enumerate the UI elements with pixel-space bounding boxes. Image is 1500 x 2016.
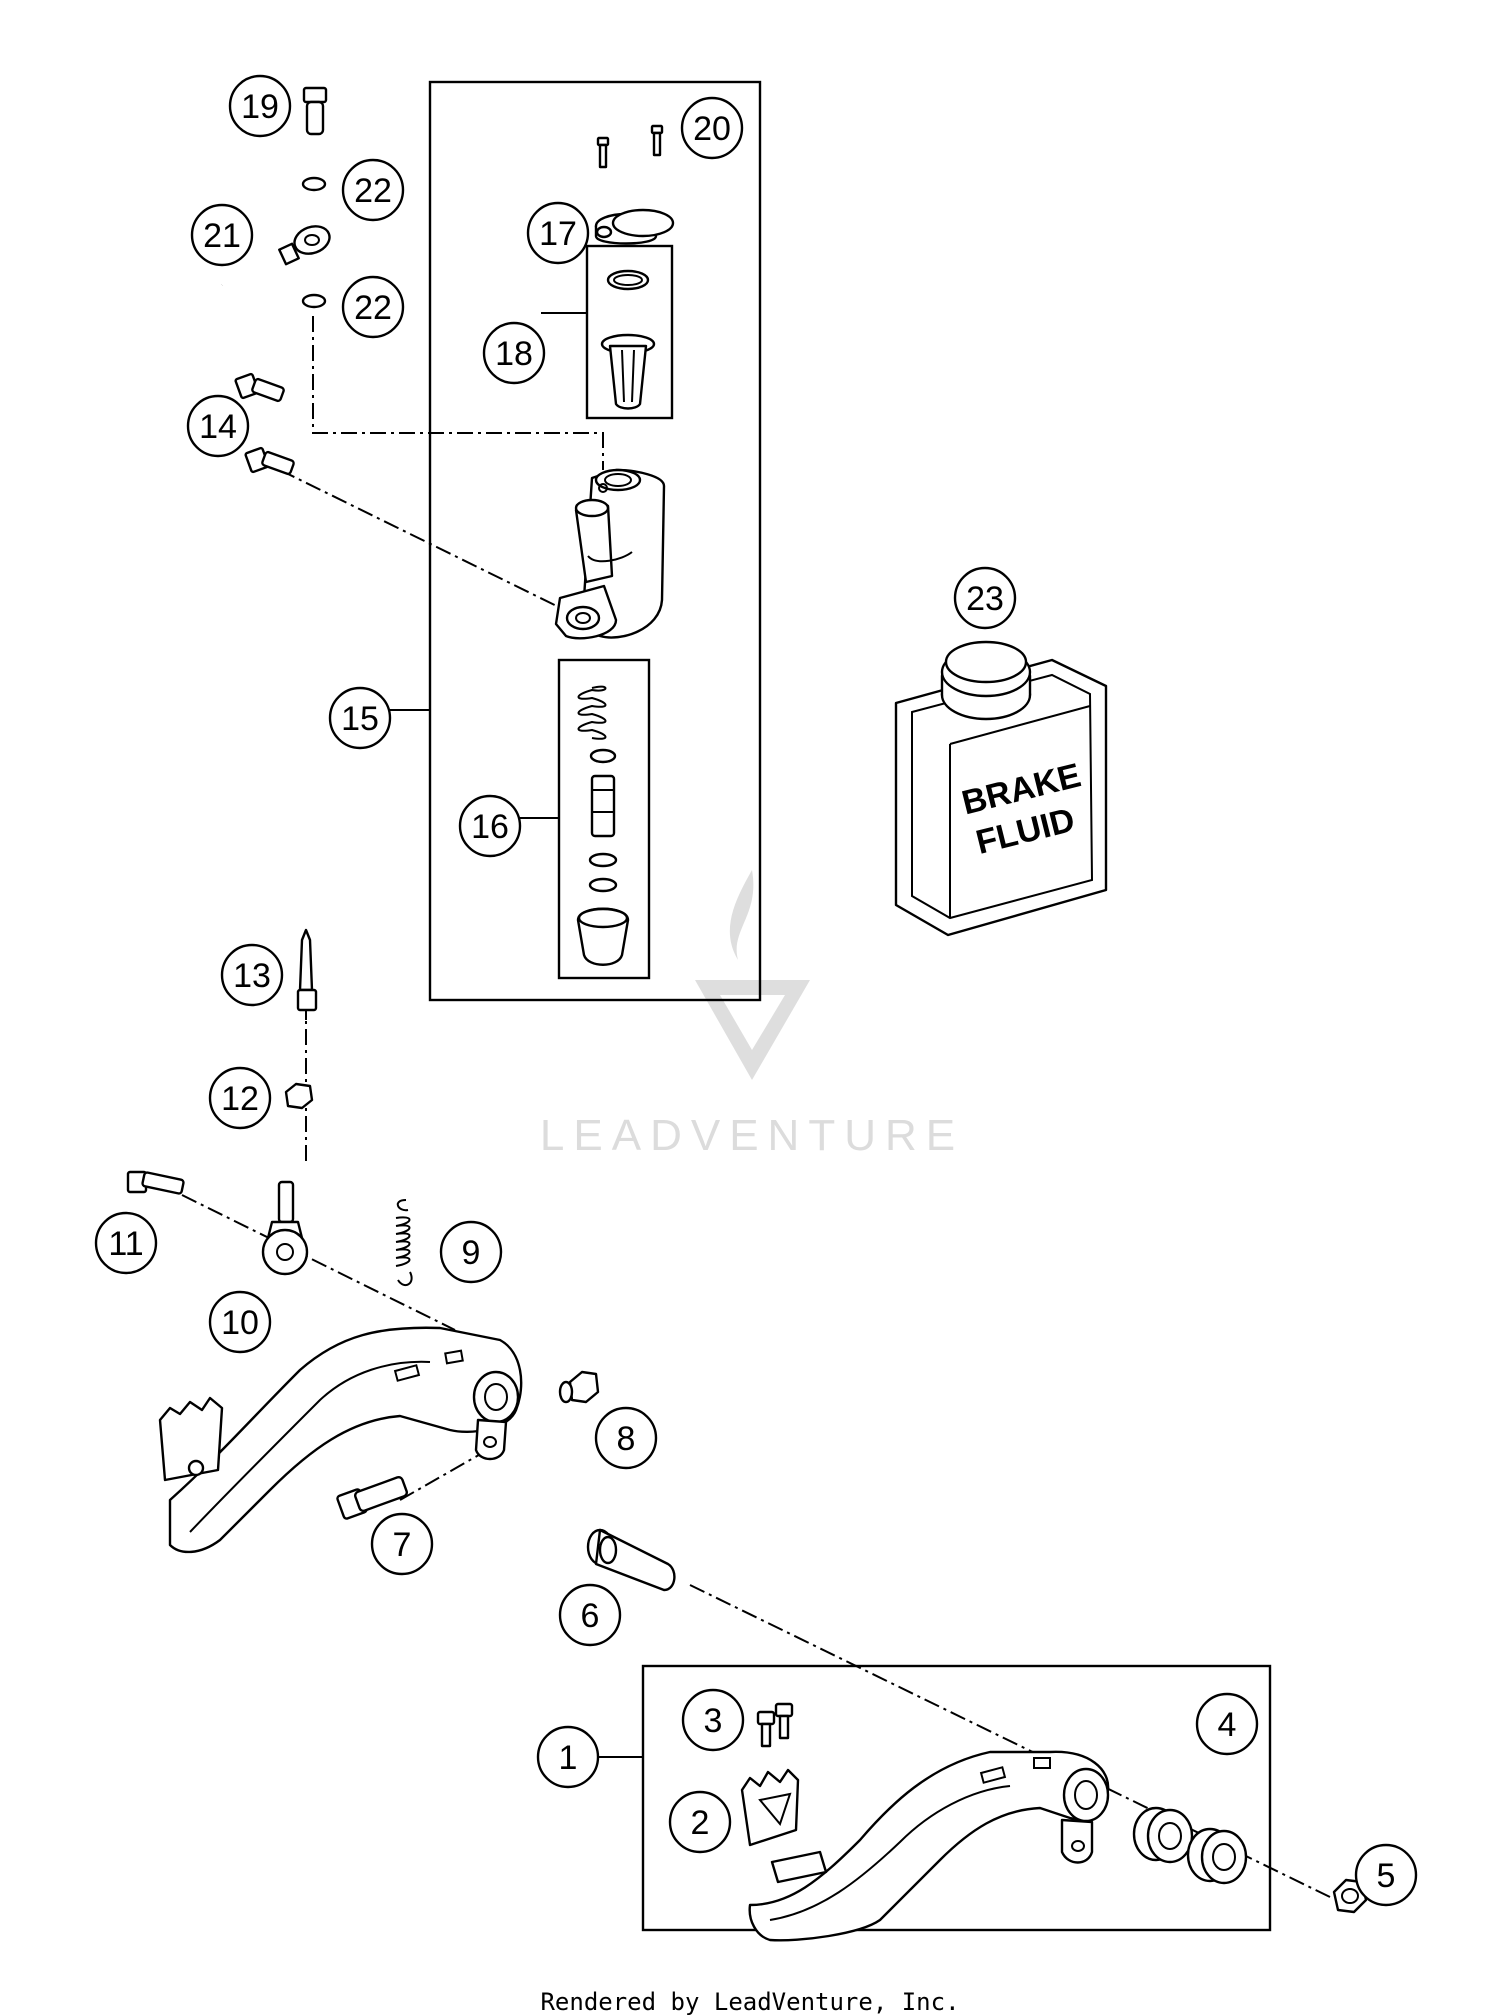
- callout-number: 19: [241, 88, 279, 126]
- callout-number: 7: [393, 1526, 412, 1564]
- callout-number: 5: [1377, 1857, 1396, 1895]
- brake-line-21: [221, 225, 331, 287]
- callout-14: 14: [186, 394, 250, 458]
- callout-3: 3: [681, 1688, 745, 1752]
- callout-number: 3: [704, 1702, 723, 1740]
- lock-nut-12: [284, 1082, 314, 1110]
- bearing-4-b: [1186, 1827, 1248, 1885]
- callout-number: 1: [559, 1739, 578, 1777]
- callout-number: 2: [691, 1804, 710, 1842]
- callout-12: 12: [208, 1066, 272, 1130]
- mounting-screw-upper: [234, 372, 285, 403]
- watermark-text: LEADVENTURE: [540, 1111, 964, 1160]
- footer-credit: Rendered by LeadVenture, Inc.: [540, 1988, 960, 2016]
- callout-2: 2: [668, 1790, 732, 1854]
- step-screws-3: [756, 1702, 794, 1748]
- brake-pedal-assembly-1: [748, 1750, 1110, 1942]
- master-cylinder-assembly-box: [428, 80, 762, 1002]
- return-spring-9: [395, 1199, 413, 1287]
- pivot-pin-7: [336, 1475, 408, 1520]
- callout-number: 18: [495, 335, 533, 373]
- brake-fluid-bottle-23: BRAKE FLUID: [894, 640, 1108, 937]
- leadventure-watermark: LEADVENTURE: [540, 870, 964, 1160]
- flange-nut-8: [558, 1370, 600, 1404]
- mounting-screw-lower: [244, 446, 295, 476]
- copper-washer-upper: [301, 176, 327, 192]
- callout-number: 22: [354, 289, 392, 327]
- callout-5: 5: [1354, 1843, 1418, 1907]
- callout-13: 13: [220, 943, 284, 1007]
- piston-kit-16: [576, 685, 630, 966]
- reservoir-diaphragm-18: [600, 269, 656, 410]
- callout-9: 9: [439, 1220, 503, 1284]
- reservoir-filter-box: [585, 244, 674, 420]
- cap-screw-20-right: [650, 124, 664, 157]
- callout-number: 21: [203, 217, 241, 255]
- callout-number: 13: [233, 957, 271, 995]
- callout-17: 17: [526, 201, 590, 265]
- reservoir-cap-17: [594, 208, 675, 245]
- brake-pedal-exploded: [158, 1326, 523, 1554]
- callout-number: 6: [581, 1597, 600, 1635]
- assembly-lines: [181, 316, 1331, 1898]
- callout-number: 9: [462, 1234, 481, 1272]
- callout-11: 11: [94, 1211, 158, 1275]
- callout-number: 4: [1218, 1706, 1237, 1744]
- callout-number: 8: [617, 1420, 636, 1458]
- callout-4: 4: [1195, 1692, 1259, 1756]
- callout-number: 10: [221, 1304, 259, 1342]
- callout-number: 11: [108, 1225, 143, 1263]
- callout-8: 8: [594, 1406, 658, 1470]
- cap-screw-20-left: [596, 136, 610, 169]
- callout-number: 17: [539, 215, 577, 253]
- callout-6: 6: [558, 1583, 622, 1647]
- callout-15: 15: [328, 686, 392, 750]
- clevis-eye-10: [261, 1180, 309, 1276]
- callout-18: 18: [482, 321, 546, 385]
- callout-number: 16: [471, 808, 509, 846]
- callout-1: 1: [536, 1725, 600, 1789]
- callout-22a: 22: [341, 158, 405, 222]
- master-cylinder-body: [554, 468, 666, 640]
- bearing-4-a: [1132, 1806, 1194, 1864]
- push-rod-13: [296, 928, 318, 1020]
- callout-number: 12: [221, 1080, 259, 1118]
- callout-23: 23: [953, 566, 1017, 630]
- callout-21: 21: [190, 203, 254, 267]
- callout-10: 10: [208, 1290, 272, 1354]
- banjo-bolt-19: [302, 86, 328, 136]
- step-plate-2: [740, 1768, 800, 1847]
- callout-number: 15: [341, 700, 379, 738]
- callout-number: 22: [354, 172, 392, 210]
- callout-16: 16: [458, 794, 522, 858]
- brake-pedal-assembly-box: [641, 1664, 1272, 1932]
- callout-number: 23: [966, 580, 1004, 618]
- callout-number: 20: [693, 110, 731, 148]
- callout-19: 19: [228, 74, 292, 138]
- clevis-bolt-11: [126, 1170, 185, 1195]
- callout-number: 14: [199, 408, 237, 446]
- pivot-sleeve-6: [586, 1528, 676, 1592]
- callout-20: 20: [680, 96, 744, 160]
- callout-22b: 22: [341, 275, 405, 339]
- callout-7: 7: [370, 1512, 434, 1576]
- copper-washer-lower: [301, 293, 327, 309]
